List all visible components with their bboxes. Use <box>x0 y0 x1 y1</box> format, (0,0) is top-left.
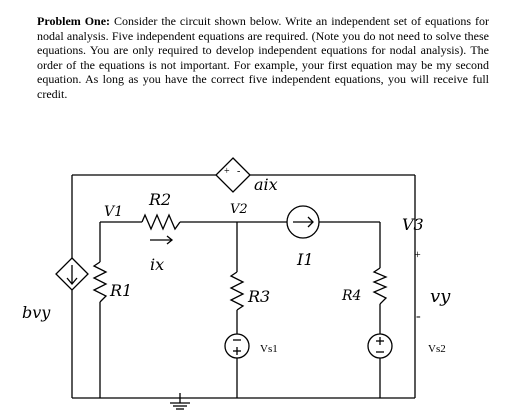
label-ix: ix <box>150 255 164 274</box>
dependent-voltage-source: + - <box>215 157 251 193</box>
r1-resistor <box>92 261 108 303</box>
r2-resistor <box>141 213 181 231</box>
r3-resistor <box>229 271 245 311</box>
vy-plus-sign: + <box>414 247 421 261</box>
svg-text:-: - <box>237 166 240 177</box>
r4-resistor <box>372 267 388 305</box>
label-vy: vy <box>430 286 451 307</box>
dependent-current-source <box>55 257 89 291</box>
label-vs1: Vs1 <box>260 343 278 355</box>
current-source-i1 <box>286 205 320 239</box>
label-v1: V1 <box>104 204 123 220</box>
circuit-wires <box>71 174 416 399</box>
vy-minus-sign: - <box>416 309 421 324</box>
label-i1: I1 <box>296 250 314 269</box>
label-a-ix: aix <box>254 175 278 194</box>
voltage-source-vs1 <box>224 333 250 359</box>
problem-heading: Problem One: <box>37 14 111 28</box>
voltage-source-vs2 <box>367 333 393 359</box>
problem-body: Consider the circuit shown below. Write … <box>37 14 489 101</box>
label-vs2: Vs2 <box>428 343 446 355</box>
svg-text:+: + <box>224 166 230 177</box>
problem-statement: Problem One: Consider the circuit shown … <box>37 14 489 102</box>
ground-symbol <box>170 398 190 410</box>
label-v2: V2 <box>230 202 248 217</box>
label-r4: R4 <box>341 288 361 304</box>
label-b-vy: bvy <box>22 303 51 322</box>
ix-arrow <box>150 235 174 245</box>
label-v3: V3 <box>402 215 424 234</box>
label-r1: R1 <box>109 281 132 300</box>
label-r2: R2 <box>148 190 171 209</box>
label-r3: R3 <box>247 287 270 306</box>
